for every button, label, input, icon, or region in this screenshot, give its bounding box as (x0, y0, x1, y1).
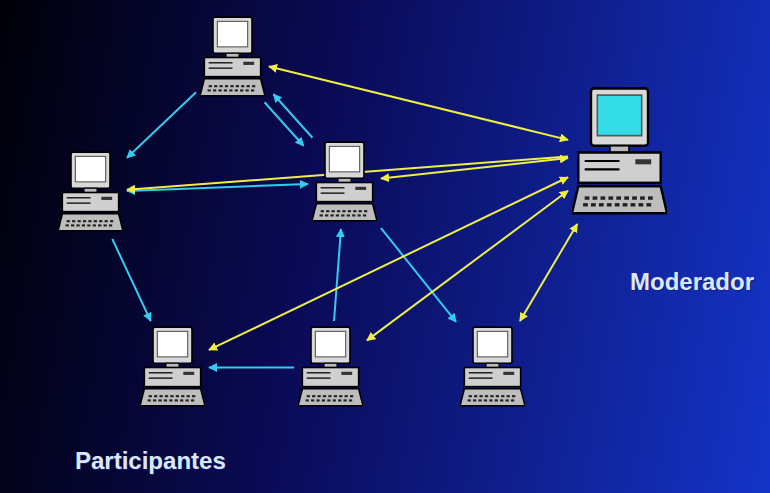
participant-computer (140, 325, 205, 410)
participant-computer (200, 15, 265, 100)
moderator-link (520, 224, 577, 321)
group-label: Participantes (75, 447, 226, 475)
peer-link (127, 92, 196, 158)
peer-link (265, 102, 304, 146)
computer-icon (140, 325, 205, 410)
peer-link (112, 239, 150, 321)
computer-icon (312, 140, 377, 225)
moderator-computer: Moderador (572, 85, 667, 220)
peer-link (209, 367, 294, 369)
computer-icon (200, 15, 265, 100)
computer-icon (460, 325, 525, 410)
moderator-link (367, 191, 568, 341)
moderator-link (209, 177, 568, 350)
participant-computer (312, 140, 377, 225)
peer-link (381, 228, 456, 322)
participant-computer (298, 325, 363, 410)
peer-link (334, 229, 341, 321)
peer-link (273, 94, 312, 138)
node-label: Moderador (630, 268, 754, 296)
computer-icon (572, 85, 667, 220)
moderator-link (269, 66, 568, 139)
participant-computer (460, 325, 525, 410)
computer-icon (298, 325, 363, 410)
participant-computer (58, 150, 123, 235)
computer-icon (58, 150, 123, 235)
